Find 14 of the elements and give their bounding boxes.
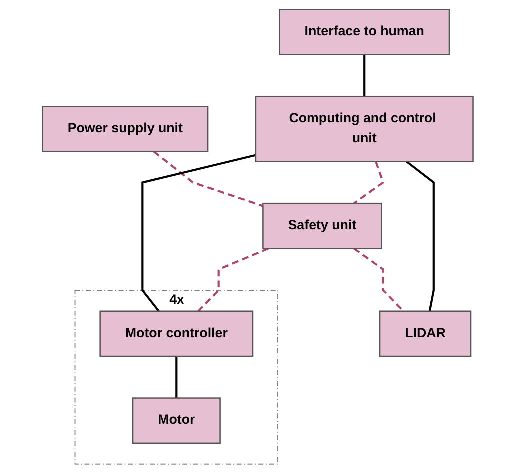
connector	[198, 247, 270, 312]
node-box: Motor	[132, 397, 221, 444]
connector	[406, 160, 435, 312]
node-box: Motor controller	[100, 310, 254, 357]
connector	[364, 54, 366, 96]
connector	[353, 247, 404, 312]
node-box: Interface to human	[279, 8, 450, 55]
connector	[176, 356, 178, 398]
node-box: Computing and control unit	[255, 95, 474, 162]
node-box: LIDAR	[379, 310, 472, 357]
node-box: Power supply unit	[42, 106, 209, 152]
connector	[153, 150, 264, 207]
connector	[142, 154, 256, 312]
node-box: Safety unit	[262, 202, 382, 249]
